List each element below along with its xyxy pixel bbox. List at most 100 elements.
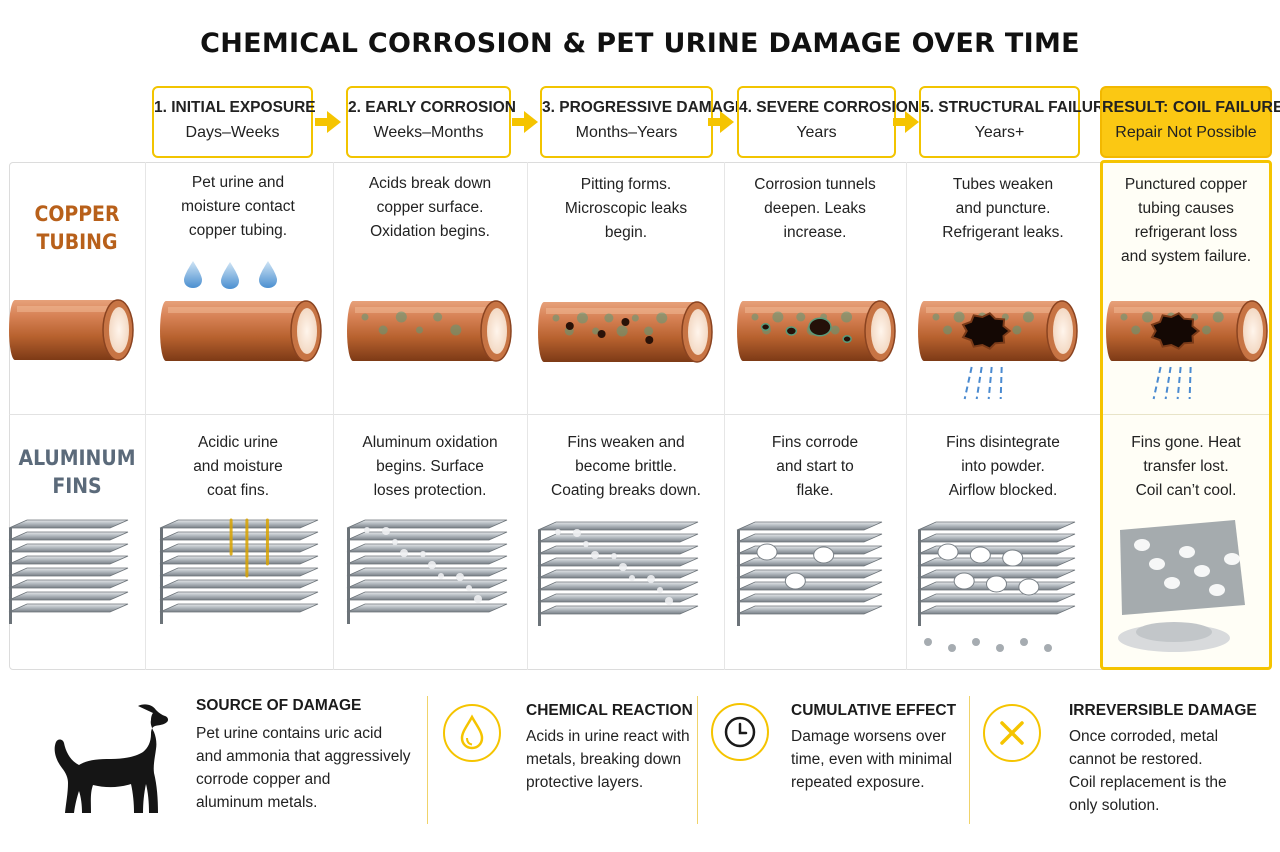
stage-title: 4. SEVERE CORROSION [739, 99, 920, 116]
card-line: corrode copper and [196, 771, 331, 788]
stage-title: 2. EARLY CORROSION [348, 99, 516, 116]
copper-desc-stage-5: Tubes weaken and puncture. Refrigerant l… [910, 173, 1096, 245]
desc-line: Coil can’t cool. [1135, 482, 1237, 499]
card-line: only solution. [1069, 797, 1160, 814]
card-line: cannot be restored. [1069, 751, 1203, 768]
stage-1-header: 1. INITIAL EXPOSURE Days–Weeks [152, 86, 316, 158]
desc-line: copper surface. [376, 199, 484, 216]
stage-title: RESULT: COIL FAILURE [1102, 99, 1280, 116]
desc-line: Coating breaks down. [551, 482, 701, 499]
card-line: Pet urine contains uric acid [196, 725, 383, 742]
card-line: Acids in urine react with [526, 728, 690, 745]
arrow-right-icon [315, 111, 341, 133]
desc-line: Airflow blocked. [948, 482, 1058, 499]
card-line: Damage worsens over [791, 728, 947, 745]
desc-line: transfer lost. [1143, 458, 1229, 475]
desc-line: Aluminum oxidation [362, 434, 498, 451]
desc-line: Fins gone. Heat [1131, 434, 1241, 451]
desc-line: Fins disintegrate [946, 434, 1060, 451]
desc-line: loses protection. [373, 482, 487, 499]
row-label-aluminum: ALUMINUM FINS [9, 444, 145, 500]
row-label-line: COPPER [34, 202, 120, 226]
stage-title: 3. PROGRESSIVE DAMAGE [542, 99, 746, 116]
desc-line: flake. [796, 482, 834, 499]
droplet-icon [443, 704, 501, 762]
stage-title: 5. STRUCTURAL FAILURE [921, 99, 1115, 116]
row-label-line: FINS [52, 474, 102, 498]
copper-desc-stage-4: Corrosion tunnels deepen. Leaks increase… [728, 173, 902, 245]
desc-line: Fins corrode [771, 434, 859, 451]
desc-line: Corrosion tunnels [754, 176, 876, 193]
desc-line: and moisture [193, 458, 283, 475]
row-label-copper: COPPER TUBING [9, 200, 145, 256]
aluminum-desc-stage-5: Fins disintegrate into powder. Airflow b… [910, 431, 1096, 503]
copper-desc-result: Punctured copper tubing causes refrigera… [1104, 173, 1268, 269]
stage-3-header: 3. PROGRESSIVE DAMAGE Months–Years [540, 86, 746, 158]
desc-line: become brittle. [575, 458, 677, 475]
desc-line: refrigerant loss [1134, 224, 1238, 241]
copper-desc-stage-3: Pitting forms. Microscopic leaks begin. [532, 173, 720, 245]
desc-line: Acids break down [368, 175, 492, 192]
card-line: and ammonia that aggressively [196, 748, 411, 765]
card-line: protective layers. [526, 774, 644, 791]
card-title-source: SOURCE OF DAMAGE [196, 697, 362, 714]
stage-time: Months–Years [575, 124, 678, 141]
desc-line: into powder. [961, 458, 1045, 475]
row-divider [1103, 414, 1269, 415]
desc-line: Refrigerant leaks. [942, 224, 1064, 241]
aluminum-desc-result: Fins gone. Heat transfer lost. Coil can’… [1104, 431, 1268, 503]
card-text-irreversible: Once corroded, metal cannot be restored.… [1069, 725, 1259, 817]
card-separator [427, 696, 428, 824]
card-text-reaction: Acids in urine react with metals, breaki… [526, 725, 706, 794]
stage-time: Years [796, 124, 837, 141]
desc-line: Oxidation begins. [370, 223, 490, 240]
desc-line: tubing causes [1138, 200, 1234, 217]
page-title: CHEMICAL CORROSION & PET URINE DAMAGE OV… [200, 28, 1080, 59]
card-text-cumulative: Damage worsens over time, even with mini… [791, 725, 961, 794]
aluminum-desc-stage-3: Fins weaken and become brittle. Coating … [532, 431, 720, 503]
result-header: RESULT: COIL FAILURE Repair Not Possible [1100, 86, 1280, 158]
desc-line: coat fins. [206, 482, 270, 499]
clock-icon [711, 703, 769, 761]
desc-line: moisture contact [181, 198, 295, 215]
desc-line: Microscopic leaks [564, 200, 688, 217]
aluminum-desc-stage-2: Aluminum oxidation begins. Surface loses… [338, 431, 522, 503]
row-divider [9, 414, 1101, 415]
stage-time: Years+ [974, 124, 1025, 141]
stage-time: Repair Not Possible [1115, 124, 1257, 141]
desc-line: Punctured copper [1124, 176, 1248, 193]
arrow-right-icon [893, 111, 919, 133]
copper-desc-stage-1: Pet urine and moisture contact copper tu… [150, 171, 326, 243]
row-label-line: TUBING [36, 230, 118, 254]
column-divider [724, 162, 725, 670]
stage-time: Weeks–Months [373, 124, 484, 141]
card-line: Once corroded, metal [1069, 728, 1219, 745]
desc-line: begin. [604, 224, 648, 241]
stage-time: Days–Weeks [185, 124, 280, 141]
desc-line: copper tubing. [188, 222, 288, 239]
stage-4-header: 4. SEVERE CORROSION Years [737, 86, 920, 158]
stage-5-header: 5. STRUCTURAL FAILURE Years+ [919, 86, 1115, 158]
desc-line: and system failure. [1120, 248, 1252, 265]
aluminum-desc-stage-1: Acidic urine and moisture coat fins. [150, 431, 326, 503]
column-divider [527, 162, 528, 670]
card-title-cumulative: CUMULATIVE EFFECT [791, 702, 957, 719]
desc-line: increase. [783, 224, 847, 241]
desc-line: Pet urine and [191, 174, 285, 191]
dog-icon [54, 704, 169, 813]
desc-line: Tubes weaken [952, 176, 1054, 193]
card-line: metals, breaking down [526, 751, 682, 768]
card-line: Coil replacement is the [1069, 774, 1227, 791]
arrow-right-icon [708, 111, 734, 133]
card-separator [969, 696, 970, 824]
stage-2-header: 2. EARLY CORROSION Weeks–Months [346, 86, 516, 158]
desc-line: Fins weaken and [567, 434, 685, 451]
card-separator [697, 696, 698, 824]
column-divider [333, 162, 334, 670]
arrow-right-icon [512, 111, 538, 133]
desc-line: and start to [776, 458, 854, 475]
card-line: time, even with minimal [791, 751, 953, 768]
card-line: repeated exposure. [791, 774, 925, 791]
desc-line: deepen. Leaks [764, 200, 866, 217]
card-title-irreversible: IRREVERSIBLE DAMAGE [1069, 702, 1257, 719]
